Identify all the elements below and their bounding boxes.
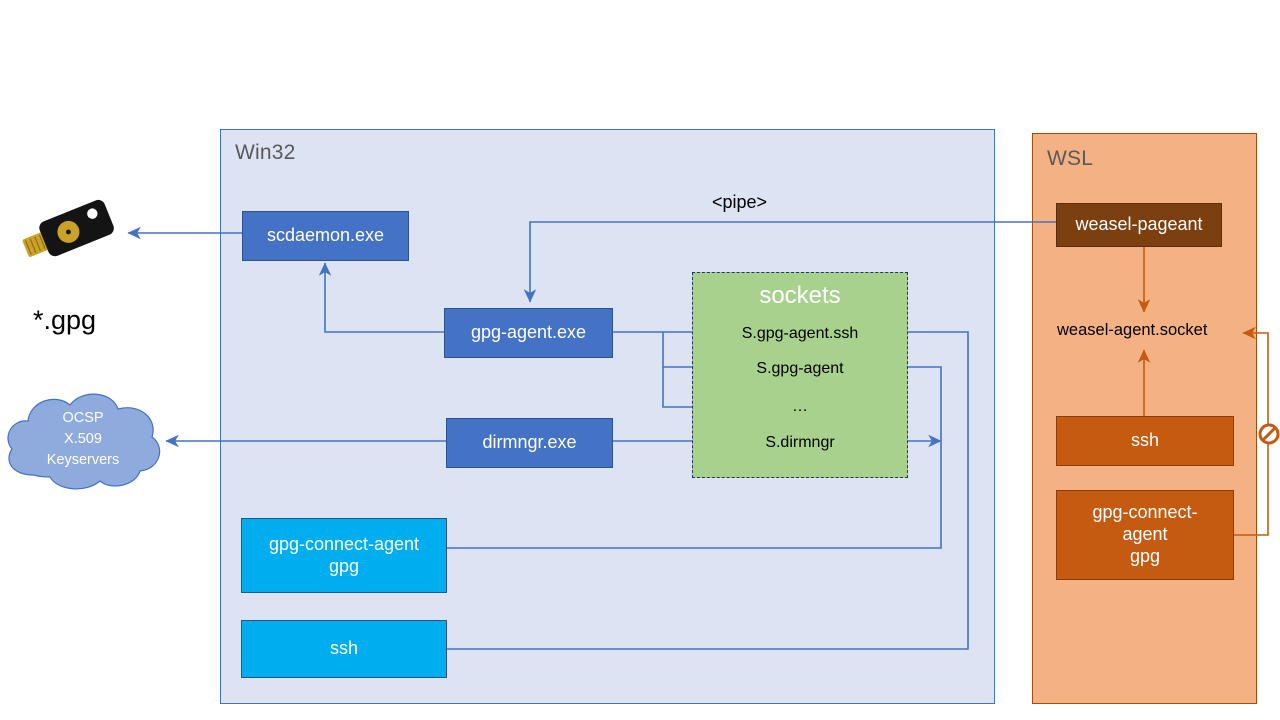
node-win32-ssh[interactable]: ssh [241,620,447,678]
node-scdaemon-exe[interactable]: scdaemon.exe [242,211,409,261]
usb-security-key-icon [14,196,124,276]
node-weasel-pageant-label: weasel-pageant [1075,214,1203,235]
socket-item-s-gpg-agent[interactable]: S.gpg-agent [756,360,844,377]
node-win32-ssh-label: ssh [329,638,358,659]
node-weasel-pageant[interactable]: weasel-pageant [1056,203,1222,247]
cloud-keyservers: OCSP X.509 Keyservers [0,385,166,497]
weasel-agent-socket-label: weasel-agent.socket [1057,321,1208,339]
group-sockets: sockets S.gpg-agent.ssh S.gpg-agent … S.… [692,272,908,478]
socket-item-ellipsis[interactable]: … [792,398,808,415]
node-gpg-agent-exe-label: gpg-agent.exe [470,322,587,343]
node-gpg-agent-exe[interactable]: gpg-agent.exe [444,308,613,358]
node-win32-gpg-connect-agent[interactable]: gpg-connect-agent gpg [241,518,447,593]
socket-item-s-dirmngr[interactable]: S.dirmngr [765,434,835,451]
node-wsl-gpg-connect-agent-label-1: gpg-connect- [1092,502,1198,523]
node-dirmngr-exe[interactable]: dirmngr.exe [446,418,613,468]
socket-item-s-gpg-agent-ssh[interactable]: S.gpg-agent.ssh [741,325,859,342]
node-win32-gpg-connect-agent-label-2: gpg [328,555,360,576]
prohibited-icon [1258,423,1280,445]
node-wsl-ssh-label: ssh [1130,430,1159,451]
pipe-label: <pipe> [712,192,768,212]
node-dirmngr-exe-label: dirmngr.exe [482,432,577,453]
node-scdaemon-exe-label: scdaemon.exe [266,225,385,246]
node-win32-gpg-connect-agent-label-1: gpg-connect-agent [268,533,420,554]
node-wsl-gpg-connect-agent-label-3: gpg [1129,545,1161,566]
node-wsl-gpg-connect-agent-label-2: agent [1122,524,1168,545]
node-wsl-ssh[interactable]: ssh [1056,416,1234,466]
panel-win32-title: Win32 [235,141,296,164]
group-sockets-title: sockets [759,282,841,309]
gpg-file-label: *.gpg [33,305,97,335]
panel-wsl-title: WSL [1047,147,1094,170]
node-wsl-gpg-connect-agent[interactable]: gpg-connect- agent gpg [1056,490,1234,580]
